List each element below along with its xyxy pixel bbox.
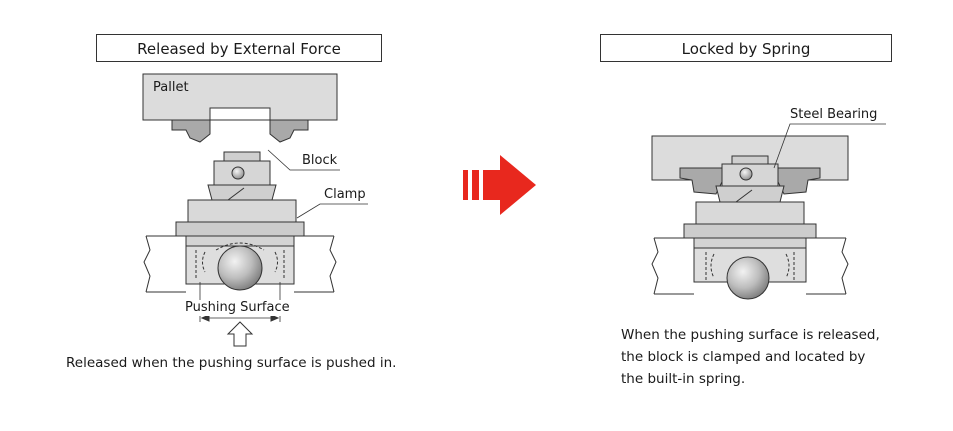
right-diagram bbox=[651, 123, 886, 300]
push-up-arrow-icon bbox=[226, 321, 254, 347]
clamp-label: Clamp bbox=[324, 187, 366, 202]
left-base-plate bbox=[143, 235, 337, 293]
right-caption-line: the block is clamped and located by bbox=[621, 349, 866, 365]
left-pallet-shape bbox=[142, 73, 338, 143]
right-clamp-shape bbox=[683, 201, 817, 300]
right-title-box: Locked by Spring bbox=[600, 34, 892, 62]
left-caption: Released when the pushing surface is pus… bbox=[66, 355, 397, 371]
right-caption-line: When the pushing surface is released, bbox=[621, 327, 880, 343]
pushing-surface-label: Pushing Surface bbox=[184, 300, 291, 316]
block-leader-line bbox=[267, 149, 340, 171]
steel-bearing-leader-line bbox=[773, 123, 886, 169]
right-base-plate bbox=[651, 237, 849, 295]
right-caption-line: the built-in spring. bbox=[621, 371, 746, 387]
left-block-shape bbox=[207, 151, 277, 201]
pallet-label: Pallet bbox=[153, 80, 189, 95]
block-label: Block bbox=[302, 153, 338, 168]
clamp-leader-line bbox=[296, 203, 368, 219]
right-caption: When the pushing surface is released, th… bbox=[621, 324, 880, 390]
steel-bearing-label: Steel Bearing bbox=[790, 107, 878, 122]
left-clamp-shape bbox=[175, 199, 305, 291]
left-diagram bbox=[142, 73, 368, 347]
right-block-shape bbox=[715, 155, 785, 203]
left-title: Released by External Force bbox=[137, 40, 341, 58]
transition-arrow-icon bbox=[463, 155, 536, 215]
left-title-box: Released by External Force bbox=[96, 34, 382, 62]
right-title: Locked by Spring bbox=[681, 40, 811, 58]
